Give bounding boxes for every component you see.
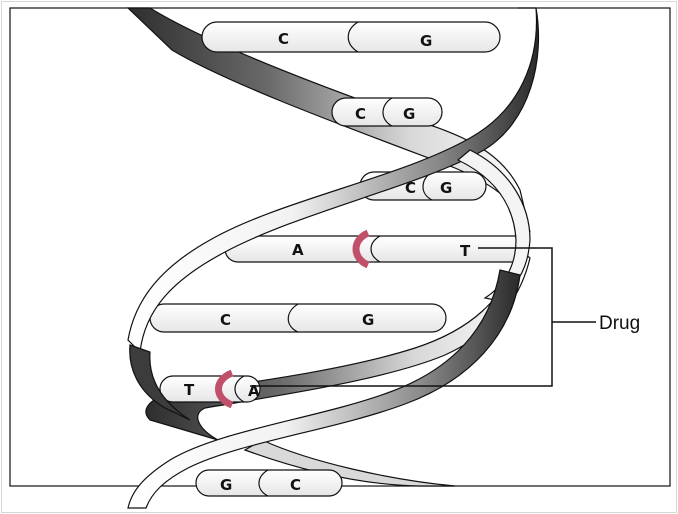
base-pair-6-right: A — [248, 382, 260, 400]
base-pair-5-left: C — [220, 311, 231, 329]
base-pair-7-right: C — [290, 476, 301, 494]
base-pair-1-left: C — [278, 30, 289, 48]
base-pair-1-right: G — [420, 32, 432, 50]
base-pair-4: A T — [225, 233, 527, 265]
drug-label: Drug — [599, 313, 640, 334]
base-pair-1: C G — [202, 22, 500, 52]
base-pair-6: T A — [160, 373, 260, 405]
base-pair-2-right: G — [403, 105, 415, 123]
base-pair-5: C G — [150, 304, 446, 332]
base-pair-2: C G — [332, 98, 442, 126]
base-pair-4-left: A — [292, 241, 304, 259]
base-pair-5-right: G — [362, 311, 374, 329]
base-pair-3-right: G — [440, 179, 452, 197]
base-pair-6-left: T — [184, 381, 195, 399]
base-pair-2-left: C — [355, 105, 366, 123]
base-pair-7-left: G — [220, 476, 232, 494]
base-pair-7: G C — [196, 470, 342, 496]
base-pair-4-right: T — [460, 242, 471, 260]
